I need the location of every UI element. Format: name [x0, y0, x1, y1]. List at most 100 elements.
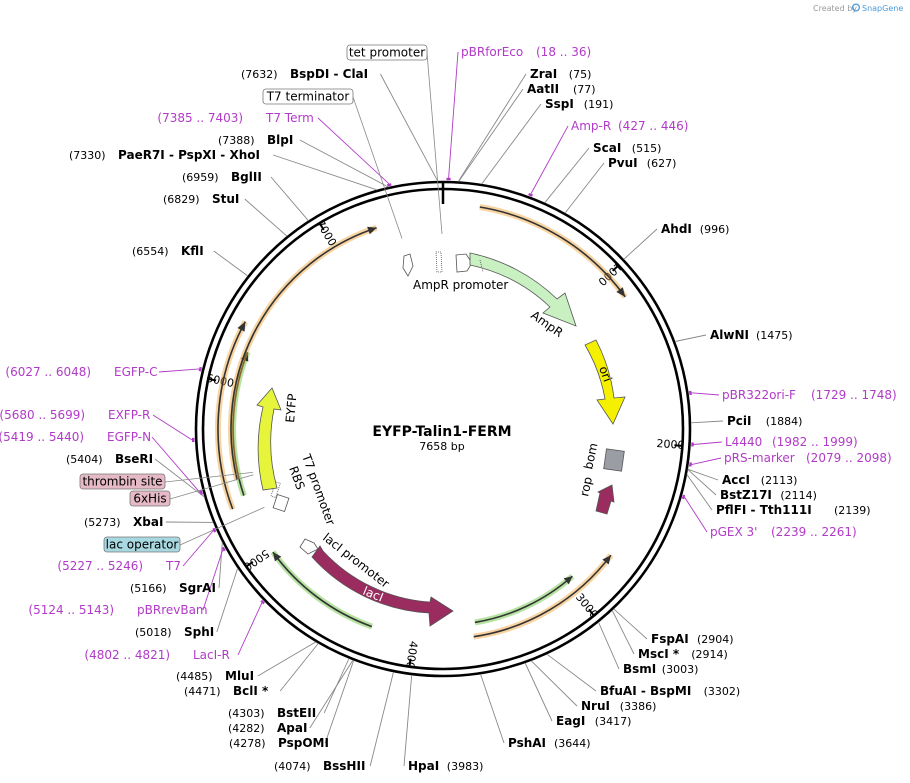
primer-pgex-3[interactable]: pGEX 3'(2239 .. 2261) — [710, 525, 857, 539]
primer-range: (5680 .. 5699) — [0, 408, 85, 422]
feature-ori-arrow[interactable] — [584, 339, 626, 425]
feature-rop-arrow[interactable] — [595, 484, 615, 515]
feature-eyfp-arrow[interactable] — [256, 387, 282, 491]
feature-box-t7-terminator[interactable]: T7 terminator — [262, 88, 354, 105]
orf-arc-6[interactable] — [232, 351, 249, 496]
leader-nrui — [530, 660, 578, 707]
enzyme-blpi[interactable]: BlpI(7388) — [218, 133, 293, 147]
enzyme-name: StuI — [212, 192, 239, 206]
enzyme-msci[interactable]: MscI *(2914) — [638, 647, 728, 661]
enzyme-zrai[interactable]: ZraI(75) — [530, 67, 591, 81]
enzyme-pspomi[interactable]: PspOMI(4278) — [229, 736, 329, 750]
enzyme-pvui[interactable]: PvuI(627) — [608, 156, 676, 170]
enzyme-bsteii[interactable]: BstEII(4303) — [228, 706, 316, 720]
enzyme-sspi[interactable]: SspI(191) — [545, 97, 613, 111]
enzyme-bfuai[interactable]: BfuAI - BspMI(3302) — [600, 684, 740, 698]
feature-box-tet-promoter[interactable]: tet promoter — [346, 44, 428, 61]
enzyme-position: (191) — [584, 98, 614, 111]
feature-small-arrow-1[interactable] — [402, 253, 414, 277]
primer-l4440[interactable]: L4440(1982 .. 1999) — [725, 435, 858, 449]
feature-bom[interactable] — [603, 448, 625, 472]
enzyme-name: NruI — [581, 699, 610, 713]
feature-ampr-arrow[interactable] — [469, 252, 577, 327]
feature-box-label: tet promoter — [349, 46, 425, 60]
enzyme-position: (3003) — [662, 663, 699, 676]
tick-label-3000: 3000 — [573, 591, 601, 621]
enzyme-nrui[interactable]: NruI(3386) — [581, 699, 656, 713]
enzyme-position: (5404) — [66, 453, 103, 466]
enzyme-xbai[interactable]: XbaI(5273) — [84, 515, 163, 529]
orf-arc-4[interactable] — [272, 551, 373, 628]
primer-t7-term[interactable]: T7 Term(7385 .. 7403) — [157, 111, 313, 125]
tick-5000 — [245, 561, 254, 568]
primer-pbrrevbam[interactable]: pBRrevBam(5124 .. 5143) — [28, 603, 207, 617]
enzyme-paer7i[interactable]: PaeR7I - PspXI - XhoI(7330) — [69, 148, 260, 162]
enzyme-stui[interactable]: StuI(6829) — [163, 192, 239, 206]
feature-box-lac-operator[interactable]: lac operator — [103, 536, 181, 553]
enzyme-bspdi[interactable]: BspDI - ClaI(7632) — [241, 67, 368, 81]
enzyme-eagi[interactable]: EagI(3417) — [556, 714, 631, 728]
primer-exfp-r[interactable]: EXFP-R(5680 .. 5699) — [0, 408, 150, 422]
enzyme-bcli[interactable]: BclI *(4471) — [184, 684, 269, 698]
feature-laci-arrow[interactable] — [311, 545, 454, 627]
enzyme-sphi[interactable]: SphI(5018) — [135, 625, 214, 639]
leader-kfli — [213, 250, 249, 277]
feature-laci-promoter-arrow[interactable] — [299, 538, 319, 555]
enzyme-bglii[interactable]: BglII(6959) — [182, 170, 262, 184]
feature-rop-label: rop — [577, 476, 595, 498]
enzyme-aatii[interactable]: AatII(77) — [527, 82, 596, 96]
enzyme-name: ZraI — [530, 67, 557, 81]
primer-egfp-c[interactable]: EGFP-C(6027 .. 6048) — [5, 365, 157, 379]
enzyme-name: EagI — [556, 714, 585, 728]
enzyme-pshai[interactable]: PshAI(3644) — [508, 736, 591, 750]
enzyme-sgrai[interactable]: SgrAI(5166) — [130, 581, 216, 595]
feature-t7-promoter[interactable] — [272, 493, 290, 513]
feature-box-thrombin-site[interactable]: thrombin site — [79, 473, 166, 490]
feature-box-label: thrombin site — [82, 475, 162, 489]
enzyme-position: (4303) — [228, 707, 265, 720]
orf-arc-1[interactable] — [479, 206, 626, 298]
primer-leader-egfp-c — [158, 368, 200, 373]
primer-amp-r[interactable]: Amp-R(427 .. 446) — [571, 119, 688, 133]
enzyme-ahdi[interactable]: AhdI(996) — [661, 222, 729, 236]
orf-arc-3[interactable] — [474, 575, 573, 624]
primer-egfp-n[interactable]: EGFP-N(5419 .. 5440) — [0, 430, 151, 444]
orf-arc-5[interactable] — [217, 321, 247, 510]
leader-aatii — [458, 88, 524, 182]
enzyme-pcii[interactable]: PciI(1884) — [727, 414, 802, 428]
orf-arc-7-halo — [228, 224, 378, 481]
feature-rbs[interactable] — [270, 481, 281, 499]
feature-ampr-promoter-arrow[interactable] — [455, 253, 473, 273]
enzyme-acci[interactable]: AccI(2113) — [722, 473, 797, 487]
orf-arc-1-arrowhead — [616, 287, 626, 297]
primer-pbrforeco[interactable]: pBRforEco(18 .. 36) — [461, 45, 591, 59]
enzyme-bstz17i[interactable]: BstZ17I(2114) — [720, 488, 817, 502]
primer-leader-pbr322ori-f — [691, 392, 720, 396]
leader-zrai — [457, 73, 527, 182]
enzyme-alwni[interactable]: AlwNI(1475) — [710, 328, 793, 342]
enzyme-fspai[interactable]: FspAI(2904) — [651, 632, 734, 646]
enzyme-apai[interactable]: ApaI(4282) — [228, 721, 307, 735]
primer-t7[interactable]: T7(5227 .. 5246) — [57, 559, 181, 573]
enzyme-bsmi[interactable]: BsmI(3003) — [623, 662, 698, 676]
enzyme-kfli[interactable]: KflI(6554) — [132, 244, 204, 258]
feature-small-arrow-2[interactable] — [435, 251, 443, 273]
enzyme-mlui[interactable]: MluI(4485) — [176, 669, 254, 683]
enzyme-bsshii[interactable]: BssHII(4074) — [274, 759, 365, 773]
enzyme-pflfi[interactable]: PflFI - Tth111I(2139) — [716, 503, 871, 517]
enzyme-name: AlwNI — [710, 328, 749, 342]
enzyme-hpai[interactable]: HpaI(3983) — [408, 759, 483, 773]
primer-name: pBRforEco — [461, 45, 523, 59]
enzyme-position: (4278) — [229, 737, 266, 750]
orf-arc-7[interactable] — [230, 226, 377, 480]
enzyme-bseri[interactable]: BseRI(5404) — [66, 452, 153, 466]
primer-laci-r[interactable]: LacI-R(4802 .. 4821) — [84, 648, 229, 662]
orf-arc-2[interactable] — [473, 554, 612, 638]
primer-prs-marker[interactable]: pRS-marker(2079 .. 2098) — [724, 451, 892, 465]
enzyme-scai[interactable]: ScaI(515) — [593, 141, 661, 155]
feature-box-6xhis[interactable]: 6xHis — [129, 490, 171, 507]
leader-bfuai — [546, 653, 597, 692]
primer-pbr322ori-f[interactable]: pBR322ori-F(1729 .. 1748) — [722, 388, 897, 402]
primer-leader-exfp-r — [152, 414, 193, 441]
leader-hpai — [403, 674, 413, 767]
